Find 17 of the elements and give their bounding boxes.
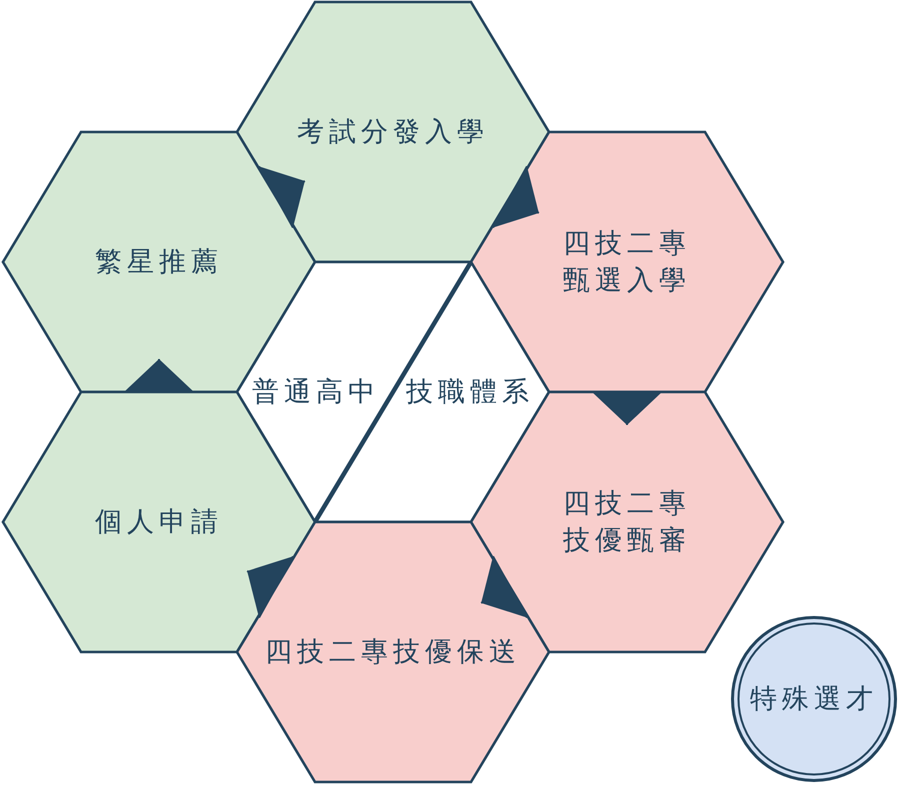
flow-arrow (258, 165, 306, 229)
flow-arrow (591, 391, 663, 425)
route-label: 考試分發入學 (297, 116, 489, 148)
route-label: 繁星推薦 (95, 246, 223, 278)
flow-arrow (246, 555, 294, 619)
route-label: 四技二專技優保送 (265, 636, 521, 668)
category-label: 普通高中 (252, 376, 380, 408)
route-label: 四技二專甄選入學 (562, 227, 692, 297)
route-label: 特殊選才 (750, 682, 878, 716)
flow-arrow (123, 359, 195, 393)
double-circle (728, 613, 900, 785)
route-label: 個人申請 (95, 506, 223, 538)
flow-arrow (492, 165, 540, 229)
flow-arrow (480, 555, 528, 619)
category-label: 技職體系 (406, 376, 534, 408)
route-label: 四技二專技優甄審 (562, 487, 692, 557)
hexagon (234, 519, 552, 785)
